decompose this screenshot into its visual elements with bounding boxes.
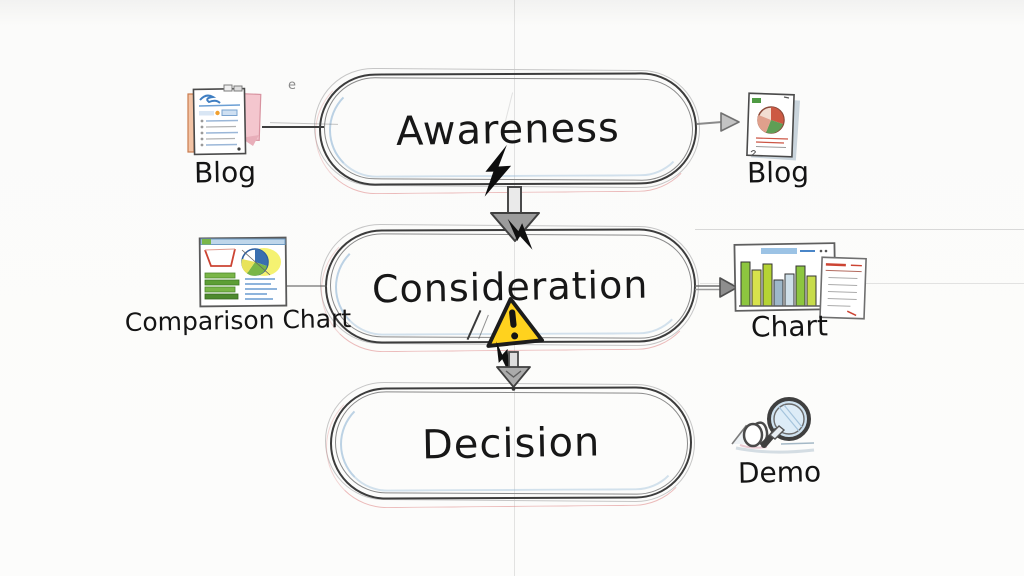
connector-awareness-to-blog [696,112,740,132]
asset-blog-right [738,88,808,168]
lightning-bolt-icon [496,341,510,375]
blog-report-icon [746,92,801,161]
asset-label-blog-right: Blog [746,155,810,190]
connector-comparison-to-consideration [287,285,327,287]
asset-blog-left [183,84,269,162]
asset-demo [726,392,821,462]
funnel-stage-decision: Decision [324,381,696,509]
asset-label-demo: Demo [737,455,822,490]
down-arrow-icon [496,351,531,391]
connector-blog-to-awareness [262,126,324,128]
asset-label-comparison-chart: Comparison Chart [124,304,352,337]
down-arrow-icon [490,186,540,242]
lightning-bolt-icon [484,144,512,197]
construction-line-horizontal-top [695,229,1024,230]
construction-line-vertical [514,0,515,576]
stage-label-decision: Decision [421,419,601,469]
warning-triangle-icon [486,297,544,348]
lightning-bolt-icon [507,218,533,250]
comparison-dashboard-icon [198,236,288,308]
blog-document-icon [187,84,262,156]
magnifier-demo-icon [731,397,815,454]
bar-chart-window-icon [733,242,867,320]
asset-chart [733,240,868,322]
connector-consideration-to-chart [695,277,738,298]
stray-pencil-mark: e [288,78,296,93]
asset-comparison-chart [197,235,289,309]
asset-label-blog-left: Blog [193,155,257,190]
asset-label-chart: Chart [750,309,829,344]
